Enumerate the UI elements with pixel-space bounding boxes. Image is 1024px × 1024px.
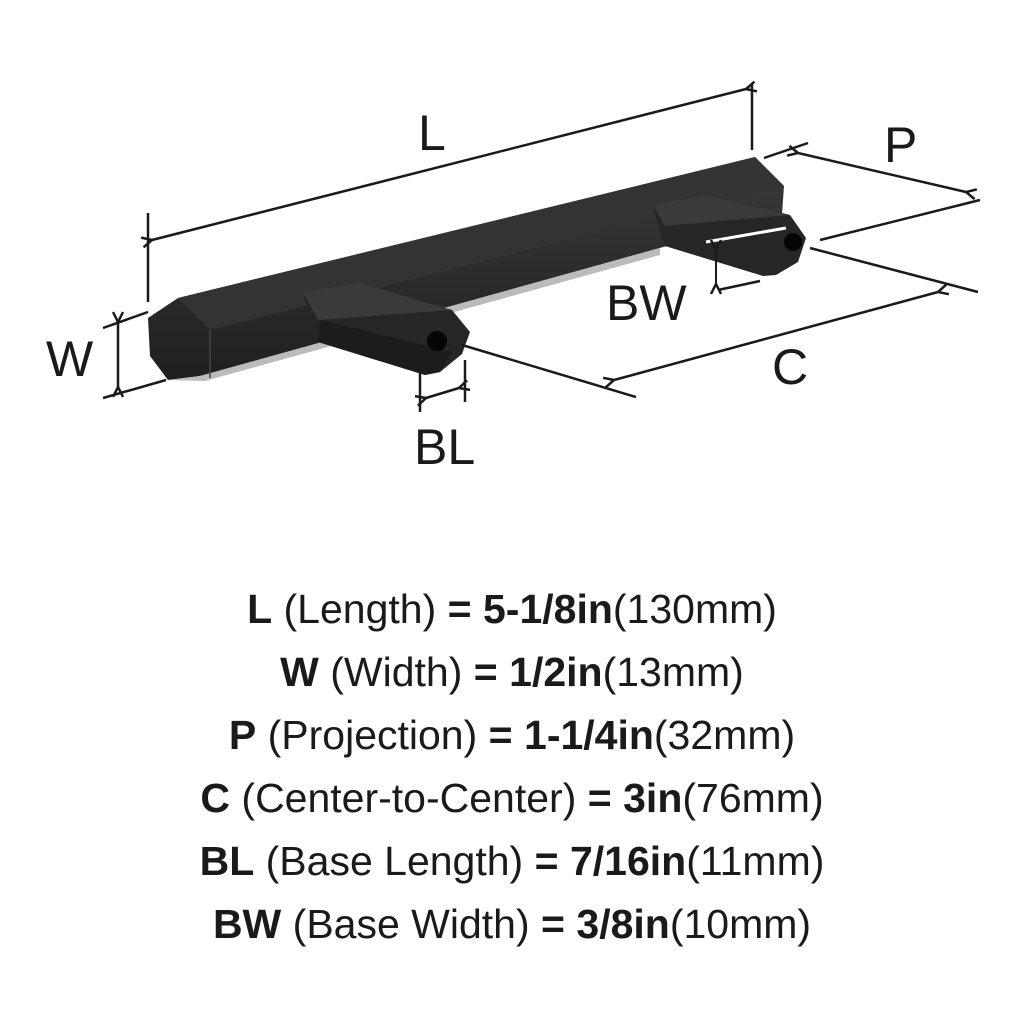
projection-dimension — [763, 141, 981, 242]
spec-imperial: 3in — [623, 775, 683, 821]
base-length-dimension — [420, 360, 465, 412]
spec-code: P — [228, 712, 257, 758]
spec-metric: (11mm) — [686, 838, 825, 884]
spec-name: (Base Width) — [292, 901, 530, 947]
spec-name: (Base Length) — [265, 838, 524, 884]
spec-code: BL — [199, 838, 255, 884]
spec-imperial: 7/16in — [569, 838, 687, 884]
spec-metric: (13mm) — [602, 649, 744, 695]
label-P: P — [884, 117, 917, 173]
spec-code: BW — [212, 901, 282, 947]
right-post — [653, 195, 806, 276]
center-to-center-dimension — [461, 246, 979, 399]
spec-code: L — [247, 586, 273, 632]
spec-name: (Projection) — [267, 712, 478, 758]
spec-imperial: 1/2in — [509, 649, 603, 695]
spec-equals: = — [447, 586, 472, 632]
label-C: C — [772, 339, 808, 395]
spec-base-width: BW (Base Width) = 3/8in(10mm) — [0, 893, 1024, 956]
spec-imperial: 3/8in — [576, 901, 670, 947]
left-mount-hole — [427, 331, 447, 351]
label-BL: BL — [414, 419, 475, 475]
label-BW: BW — [606, 275, 687, 331]
spec-width: W (Width) = 1/2in(13mm) — [0, 641, 1024, 704]
spec-code: C — [200, 775, 231, 821]
spec-equals: = — [488, 712, 513, 758]
spec-metric: (130mm) — [612, 586, 777, 632]
spec-center-to-center: C (Center-to-Center) = 3in(76mm) — [0, 767, 1024, 830]
specifications-list: L (Length) = 5-1/8in(130mm) W (Width) = … — [0, 578, 1024, 956]
width-dimension — [102, 310, 167, 400]
spec-metric: (10mm) — [669, 901, 812, 947]
spec-imperial: 5-1/8in — [483, 586, 613, 632]
spec-equals: = — [534, 838, 559, 884]
label-W: W — [46, 331, 94, 387]
spec-name: (Center-to-Center) — [241, 775, 577, 821]
right-mount-hole — [784, 233, 802, 251]
left-post — [303, 283, 470, 375]
spec-equals: = — [587, 775, 612, 821]
spec-projection: P (Projection) = 1-1/4in(32mm) — [0, 704, 1024, 767]
base-width-dimension — [705, 226, 787, 290]
spec-metric: (76mm) — [682, 775, 824, 821]
spec-imperial: 1-1/4in — [524, 712, 654, 758]
handle-diagram: L P BW C W BL — [46, 0, 981, 475]
spec-code: W — [280, 649, 319, 695]
label-L: L — [418, 105, 446, 161]
spec-metric: (32mm) — [653, 712, 796, 758]
spec-name: (Length) — [283, 586, 437, 632]
spec-base-length: BL (Base Length) = 7/16in(11mm) — [0, 830, 1024, 893]
spec-equals: = — [473, 649, 498, 695]
spec-equals: = — [541, 901, 565, 947]
spec-name: (Width) — [330, 649, 463, 695]
spec-length: L (Length) = 5-1/8in(130mm) — [0, 578, 1024, 641]
length-dimension — [148, 84, 752, 302]
